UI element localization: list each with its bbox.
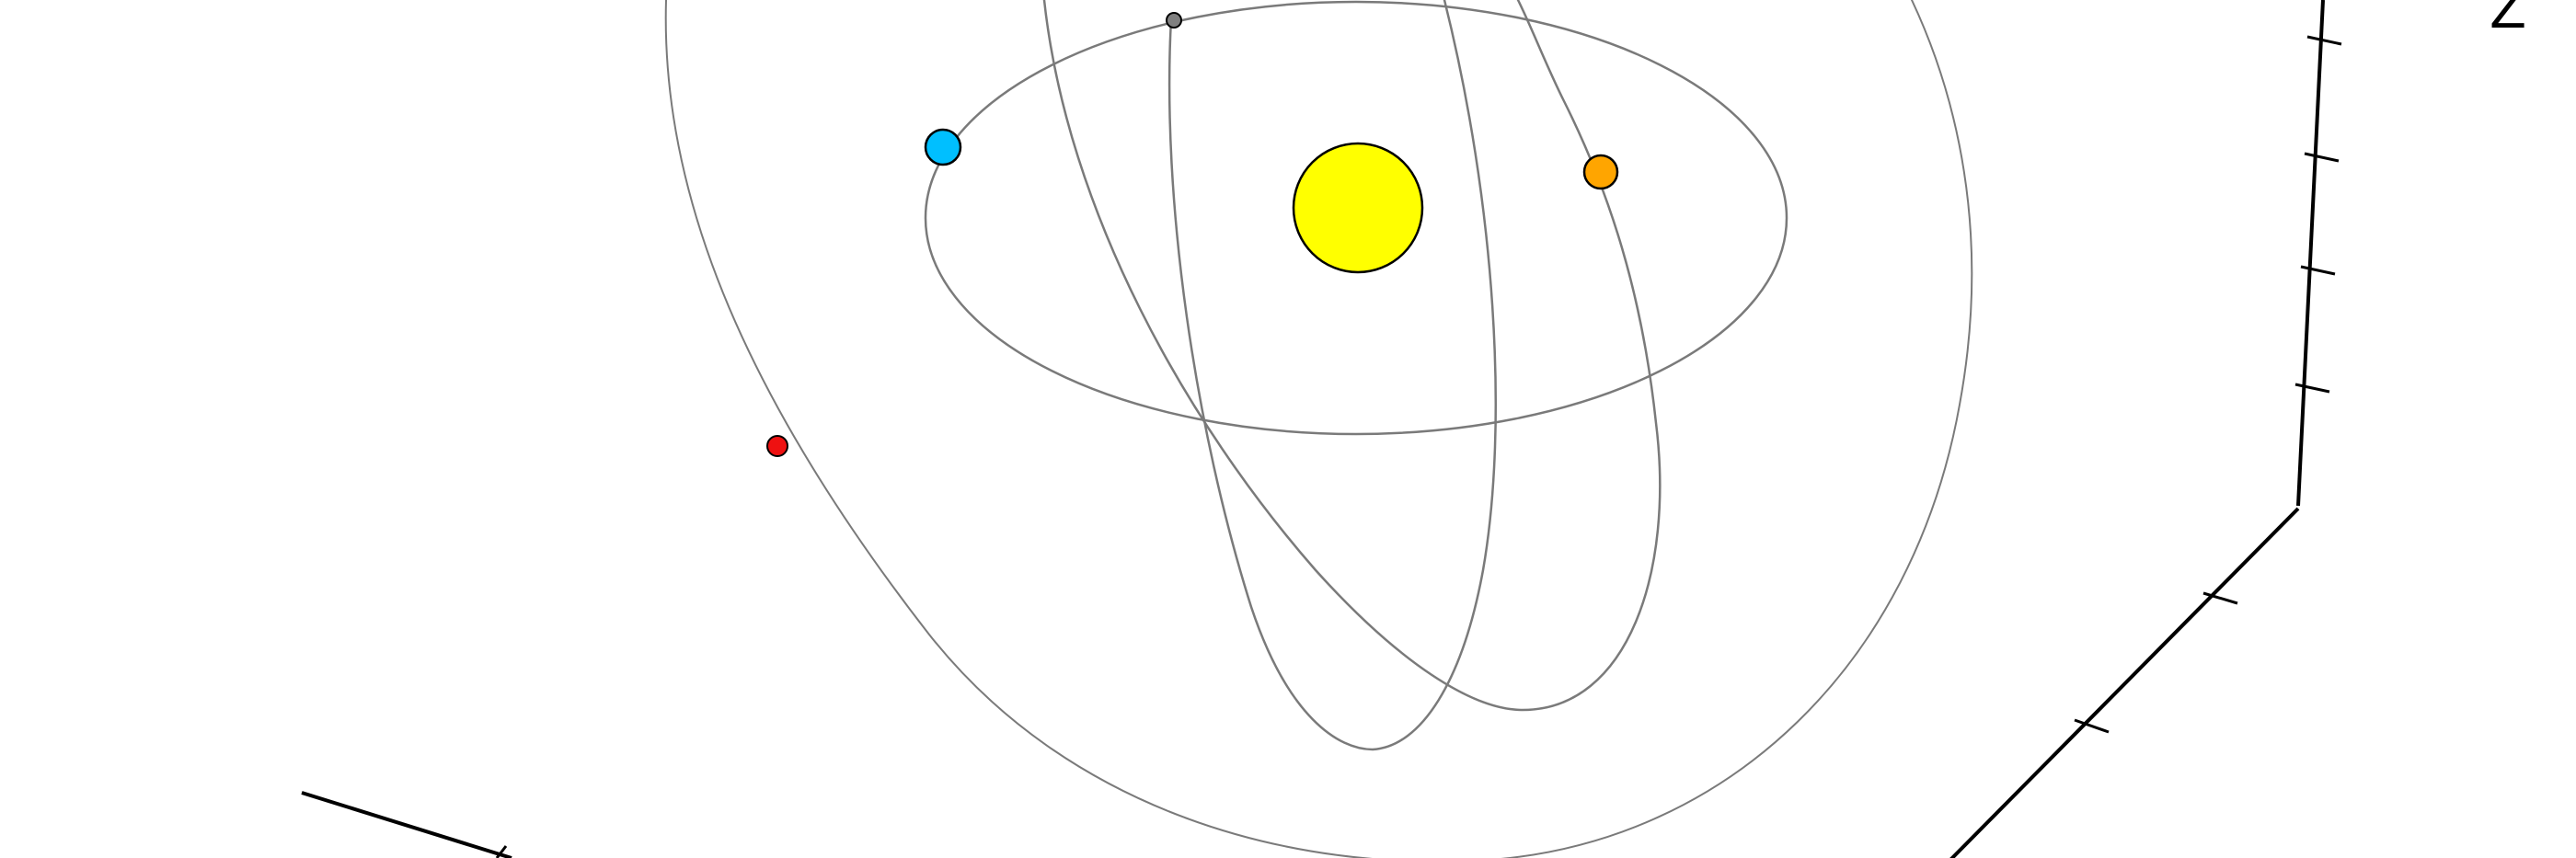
sun — [1292, 142, 1424, 274]
z-axis-line — [2296, 0, 2325, 507]
z-axis-tick — [2304, 152, 2340, 163]
inner-orbit-tilted-a — [1042, 0, 1662, 712]
left-floor-axis-tick — [495, 845, 508, 858]
left-floor-axis-line — [301, 791, 512, 858]
blue-planet — [924, 128, 962, 166]
orange-planet — [1582, 154, 1619, 190]
right-floor-axis-tick — [2074, 718, 2110, 734]
z-axis-tick — [2294, 383, 2330, 394]
z-axis-label: Z — [2490, 0, 2525, 40]
inner-orbit-horizontal — [924, 0, 1788, 436]
red-planet — [766, 435, 788, 457]
z-axis-tick — [2300, 265, 2336, 276]
gray-planet — [1166, 12, 1182, 29]
z-axis-tick — [2306, 35, 2342, 46]
orbits — [664, 0, 1973, 858]
axes: Z — [301, 0, 2526, 858]
right-floor-axis-line — [1949, 507, 2300, 858]
bodies — [766, 12, 1619, 457]
inner-orbit-tilted-b — [1167, 0, 1497, 751]
outer-orbit — [664, 0, 1973, 858]
right-floor-axis-tick — [2202, 591, 2238, 605]
